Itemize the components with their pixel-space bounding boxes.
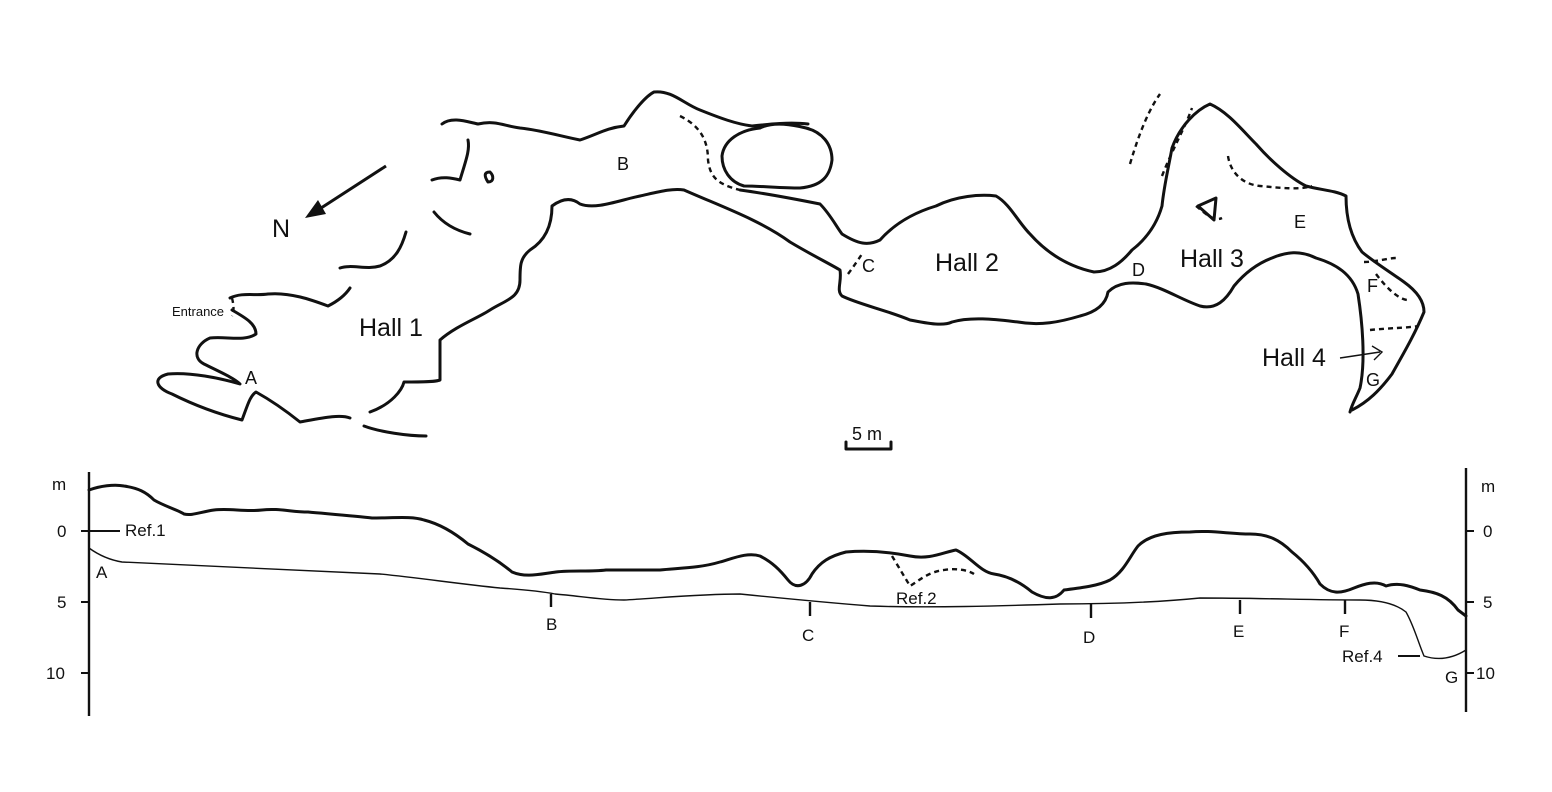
north-arrow-icon [305,200,326,218]
hall-4-label: Hall 4 [1262,344,1326,372]
hall4-pointer [1339,345,1384,361]
hall-2-label: Hall 2 [935,249,999,277]
profile-ceiling [87,483,1468,618]
right-tick-label-5: 5 [1483,593,1492,612]
station-label-c: C [802,626,814,645]
plan-point-d: D [1132,260,1145,280]
hall3-inner-feature [1196,196,1218,222]
wall-fragment [430,138,495,236]
station-label-g: G [1445,668,1458,687]
cave-wall-upper [228,90,1426,412]
north-label: N [272,215,290,243]
profile-view: m 0 5 10 m 0 5 10 Ref.1 Ref.2 Ref.4 A B … [46,468,1495,716]
plan-point-g: G [1366,370,1380,390]
entrance-label: Entrance [172,304,224,319]
left-tick-label-0: 0 [57,522,66,541]
scale-label: 5 m [852,424,882,444]
right-tick-label-0: 0 [1483,522,1492,541]
right-tick-label-10: 10 [1476,664,1495,683]
profile-floor [88,547,1467,660]
ref-4-label: Ref.4 [1342,647,1383,666]
ref-2-label: Ref.2 [896,589,937,608]
station-label-f: F [1339,622,1349,641]
scale-bar [844,440,893,451]
plan-point-f: F [1367,276,1378,296]
plan-point-c: C [862,256,875,276]
station-label-b: B [546,615,557,634]
station-label-a: A [96,563,108,582]
hall-1-label: Hall 1 [359,314,423,342]
left-unit-label: m [52,475,66,494]
north-arrow-shaft [317,164,387,212]
ref-1-label: Ref.1 [125,521,166,540]
plan-point-a: A [245,368,257,388]
plan-point-e: E [1294,212,1306,232]
hall-3-label: Hall 3 [1180,245,1244,273]
left-tick-label-5: 5 [57,593,66,612]
passage-boundary [230,93,1419,332]
station-label-d: D [1083,628,1095,647]
cave-wall-lower [156,188,1365,438]
left-tick-label-10: 10 [46,664,65,683]
plan-view: N Entrance Hall 1 Hall 2 Hall 3 Hall 4 A… [156,90,1426,451]
station-label-e: E [1233,622,1244,641]
plan-point-b: B [617,154,629,174]
right-unit-label: m [1481,477,1495,496]
profile-dashed-feature [890,555,975,588]
